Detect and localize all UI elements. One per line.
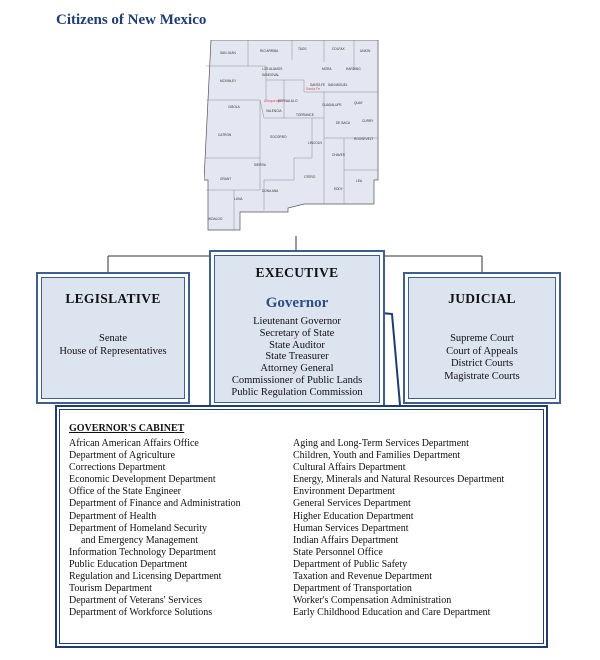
executive-item: Lieutenant Governor <box>253 316 341 327</box>
county-label: CIBOLA <box>228 105 241 109</box>
executive-item: State Treasurer <box>265 351 329 363</box>
governor-label: Governor <box>265 295 329 311</box>
county-label: COLFAX <box>332 47 345 51</box>
county-label: DONA ANA <box>262 189 279 193</box>
county-label: LEA <box>356 179 363 183</box>
cabinet-department: Department of Workforce Solutions <box>69 607 213 619</box>
county-label: SANTA FE <box>310 83 325 87</box>
executive-item: Attorney General <box>260 363 334 375</box>
county-label: EDDY <box>334 187 344 191</box>
county-label: VALENCIA <box>266 109 282 113</box>
county-label: MCKINLEY <box>220 79 237 83</box>
cabinet-department: Department of Health <box>69 510 157 522</box>
cabinet-department: African American Affairs Office <box>69 438 199 449</box>
county-label: UNION <box>360 49 371 53</box>
cabinet-department: Department of Finance and Administration <box>69 498 241 510</box>
cabinet-department: and Emergency Management <box>81 534 198 546</box>
city-label: Albuquerque <box>264 99 282 103</box>
county-label: LUNA <box>234 197 243 201</box>
cabinet-department: Human Services Department <box>293 522 409 534</box>
executive-item: Public Regulation Commission <box>231 386 363 398</box>
county-label: LINCOLN <box>308 141 323 145</box>
cabinet-department: Aging and Long-Term Services Department <box>293 438 469 449</box>
cabinet-department: Department of Veterans' Services <box>69 595 202 607</box>
county-borders <box>206 40 378 230</box>
cabinet-title: GOVERNOR'S CABINET <box>69 423 185 434</box>
cabinet-department: Worker's Compensation Administration <box>293 595 452 607</box>
governors-cabinet-box: GOVERNOR'S CABINET African American Affa… <box>55 405 548 648</box>
county-label: BERNALILLO <box>278 99 298 103</box>
county-label: QUAY <box>354 101 364 105</box>
county-label: TAOS <box>298 47 306 51</box>
cabinet-department: Corrections Department <box>69 462 166 474</box>
county-label: LOS ALAMOS <box>262 67 282 71</box>
cabinet-department: Department of Agriculture <box>69 450 176 462</box>
county-label: SANDOVAL <box>262 73 279 77</box>
county-label: SIERRA <box>254 163 267 167</box>
executive-branch-box: EXECUTIVE Governor Lieutenant Governor S… <box>209 250 385 408</box>
cabinet-department: Higher Education Department <box>293 510 414 522</box>
judicial-item: Court of Appeals <box>446 345 518 357</box>
county-label: HIDALGO <box>208 217 223 221</box>
cabinet-department: Economic Development Department <box>69 474 216 486</box>
county-label: HARDING <box>346 67 361 71</box>
capital-label: Santa Fe <box>306 87 320 91</box>
county-label: CATRON <box>218 133 232 137</box>
judicial-title: JUDICIAL <box>448 291 516 306</box>
executive-item: State Auditor <box>269 339 325 351</box>
cabinet-department: Tourism Department <box>69 583 152 595</box>
legislative-title: LEGISLATIVE <box>65 291 161 306</box>
county-label: RIO ARRIBA <box>260 49 279 53</box>
cabinet-department: Taxation and Revenue Department <box>293 571 432 583</box>
county-label: TORRANCE <box>296 113 314 117</box>
cabinet-department: Department of Homeland Security <box>69 522 208 534</box>
judicial-branch-box: JUDICIAL Supreme Court Court of Appeals … <box>403 272 561 404</box>
cabinet-department: Public Education Department <box>69 558 188 570</box>
cabinet-department: Office of the State Engineer <box>69 486 181 498</box>
cabinet-department: Department of Transportation <box>293 583 412 595</box>
judicial-item: Magistrate Courts <box>444 370 520 382</box>
county-label: SAN JUAN <box>220 51 236 55</box>
county-label: GUADALUPE <box>322 103 342 107</box>
cabinet-department: Energy, Minerals and Natural Resources D… <box>293 474 505 486</box>
cabinet-department: Environment Department <box>293 486 395 498</box>
county-label: SOCORRO <box>270 135 287 139</box>
executive-list: Lieutenant Governor Secretary of State S… <box>211 316 383 399</box>
executive-item: Secretary of State <box>259 327 335 339</box>
executive-title: EXECUTIVE <box>255 265 339 280</box>
county-label: DE BACA <box>336 121 351 125</box>
page-title: Citizens of New Mexico <box>56 12 207 28</box>
cabinet-department: Children, Youth and Families Department <box>293 450 461 462</box>
county-label: SAN MIGUEL <box>328 83 348 87</box>
cabinet-department: Information Technology Department <box>69 546 216 558</box>
cabinet-department: Cultural Affairs Department <box>293 462 406 474</box>
executive-item: Commissioner of Public Lands <box>231 374 363 386</box>
county-label: CHAVES <box>332 153 345 157</box>
county-label: MORA <box>322 67 332 71</box>
cabinet-department: General Services Department <box>293 498 411 510</box>
county-label: ROOSEVELT <box>354 137 373 141</box>
legislative-item: House of Representatives <box>59 345 167 357</box>
cabinet-department: Early Childhood Education and Care Depar… <box>293 607 491 619</box>
county-label: GRANT <box>220 177 231 181</box>
legislative-item: Senate <box>99 333 127 344</box>
judicial-item: District Courts <box>450 358 514 370</box>
state-outline <box>204 40 379 231</box>
legislative-branch-box: LEGISLATIVE Senate House of Representati… <box>36 272 190 404</box>
cabinet-department: Regulation and Licensing Department <box>69 571 222 583</box>
new-mexico-county-map: SAN JUAN RIO ARRIBA TAOS COLFAX UNION LOS ALA… <box>204 40 379 231</box>
county-label: OTERO <box>304 175 316 179</box>
county-label: CURRY <box>362 119 374 123</box>
cabinet-department: Indian Affairs Department <box>293 534 399 546</box>
judicial-list: Supreme Court Court of Appeals District … <box>405 333 559 383</box>
legislative-list: Senate House of Representatives <box>38 333 188 358</box>
cabinet-department: State Personnel Office <box>293 546 383 558</box>
judicial-item: Supreme Court <box>450 333 514 344</box>
cabinet-department: Department of Public Safety <box>293 558 408 570</box>
